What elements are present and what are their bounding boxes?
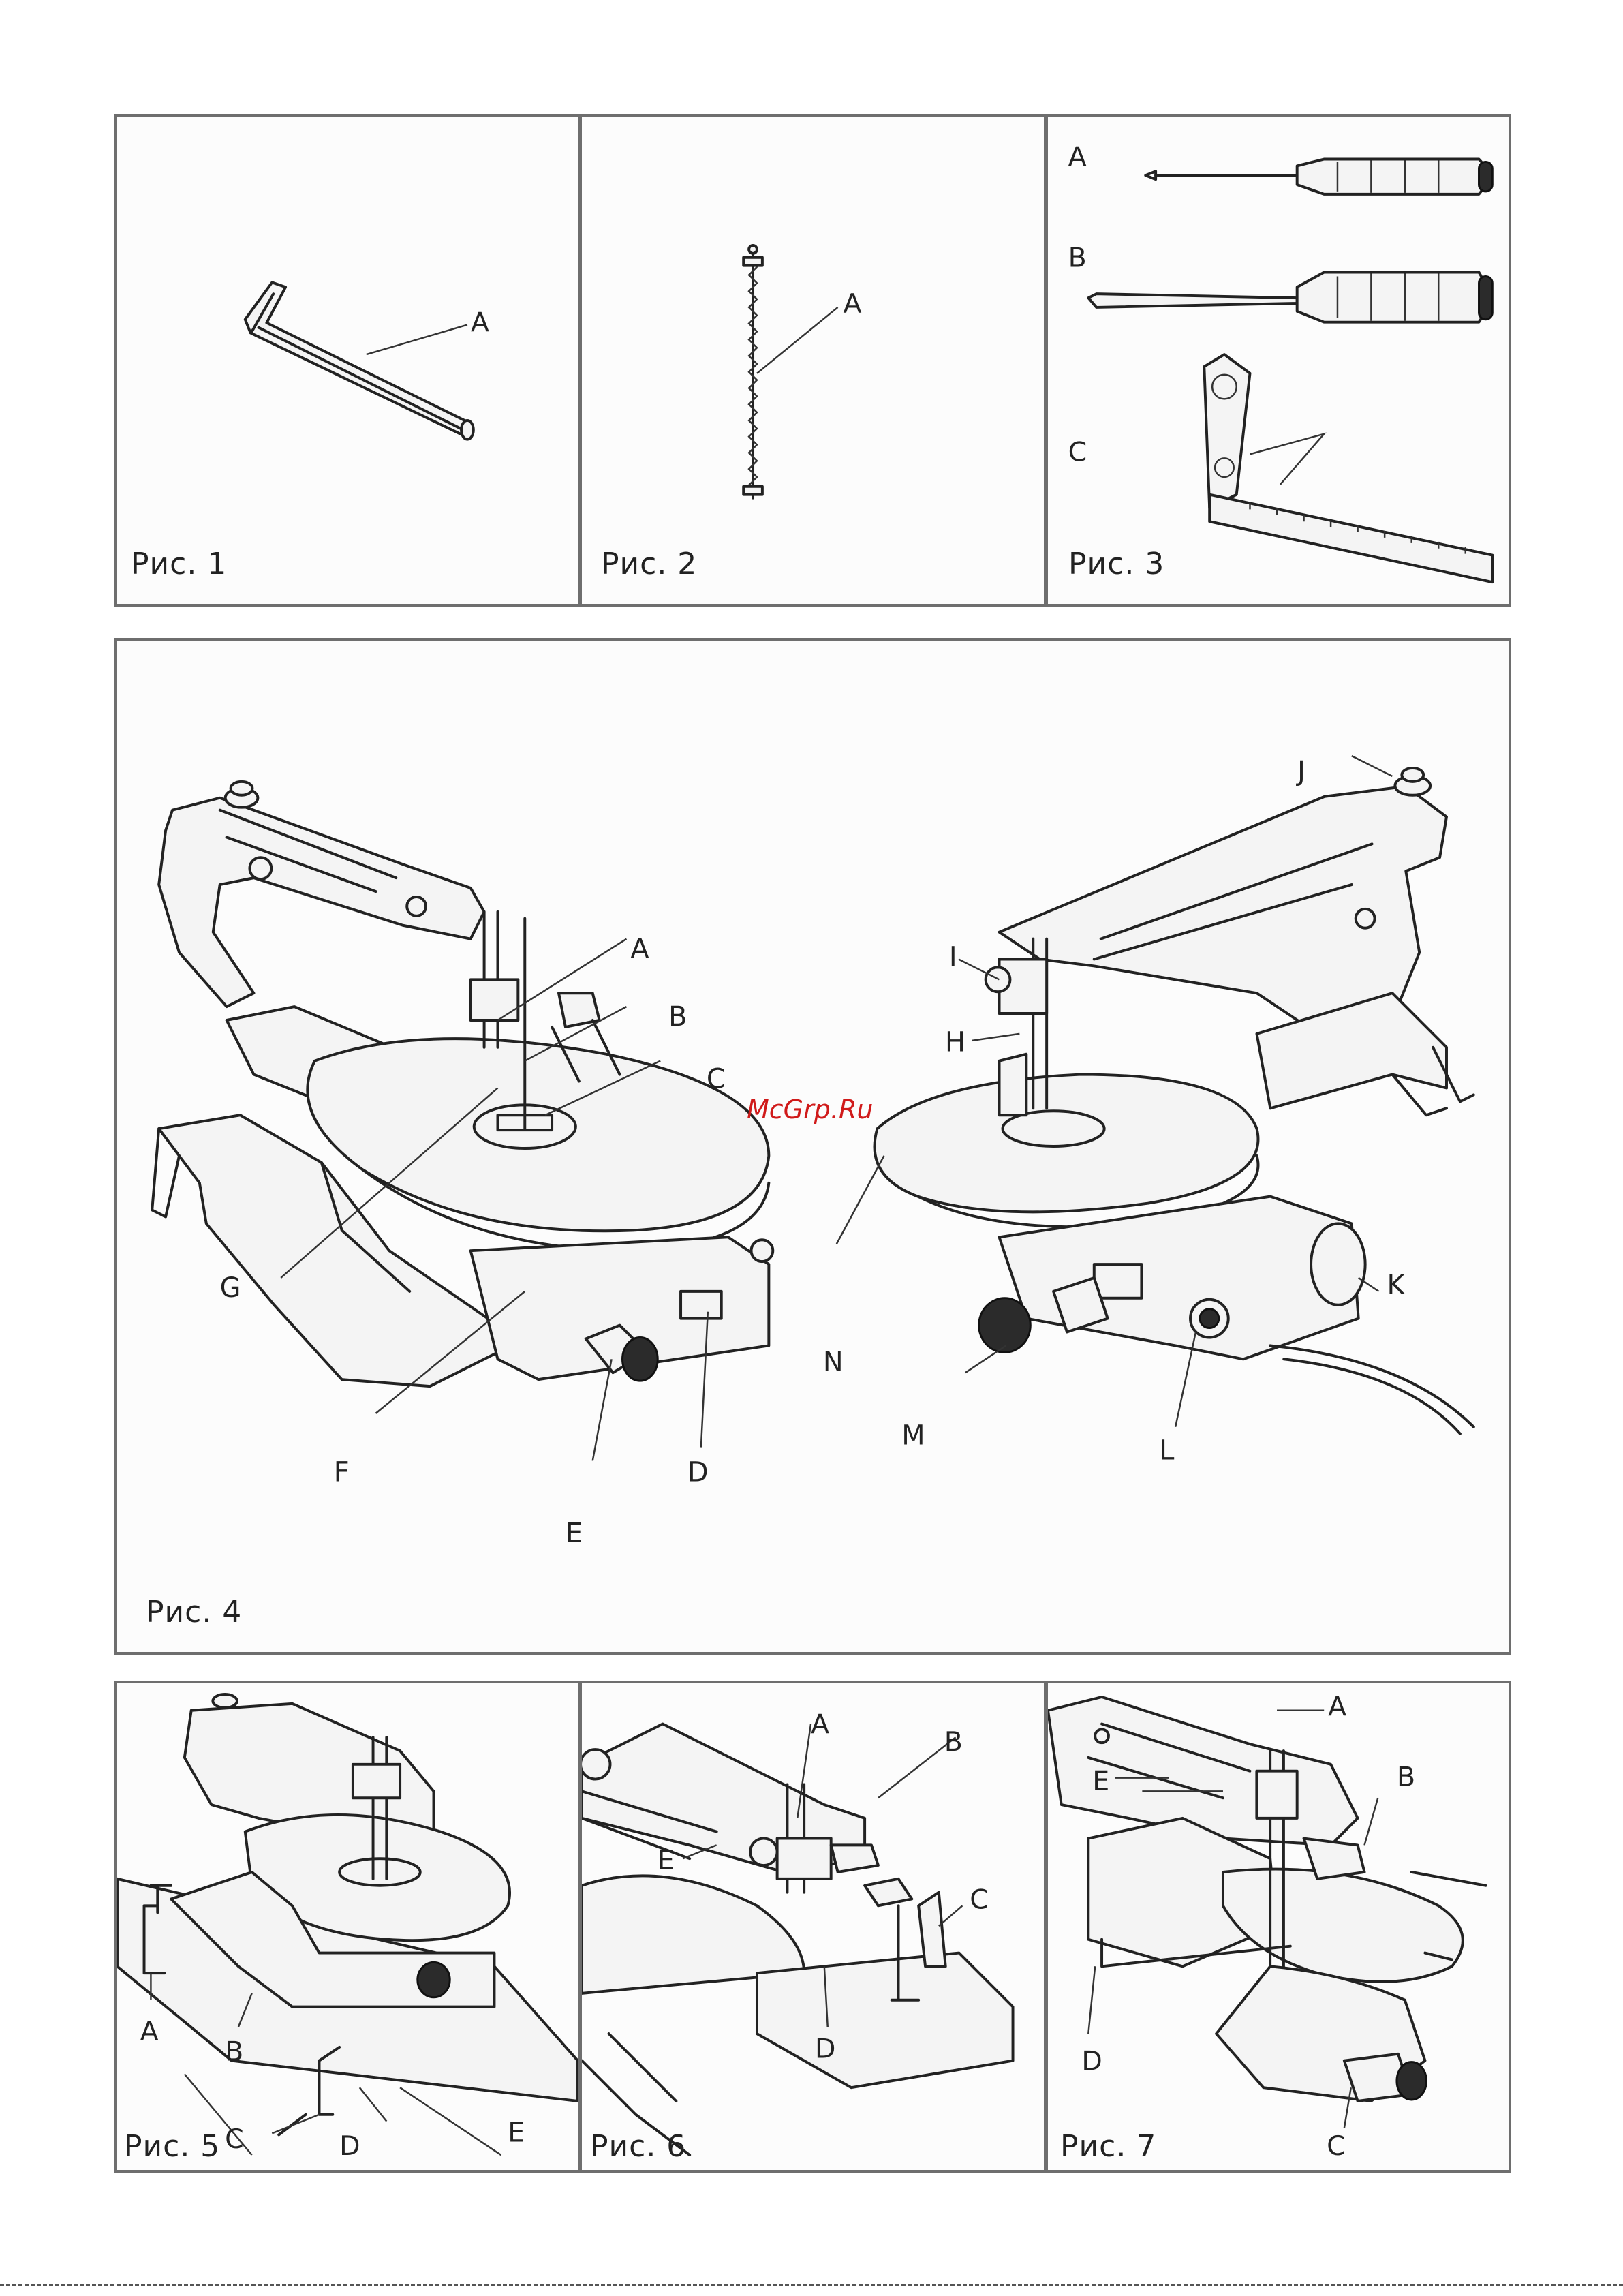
fig5-label-a: A xyxy=(140,2016,159,2047)
fig6-label-d: D xyxy=(815,2034,835,2065)
scroll-saw-left-view xyxy=(152,782,773,1461)
fig4-label-b: B xyxy=(668,1001,687,1032)
fig4-label-m: M xyxy=(901,1420,925,1452)
saw-mounted-on-bench-illustration: A B C D E xyxy=(117,1683,578,2170)
fig4-label-h: H xyxy=(945,1027,965,1058)
fig7-label-a: A xyxy=(1328,1692,1346,1723)
fig3-label-c: C xyxy=(1068,436,1087,468)
fig3-label-b: B xyxy=(1068,243,1087,274)
fig2-caption: Рис. 2 xyxy=(601,547,697,581)
figure-7-panel: A B C D E Рис. 7 xyxy=(1045,1681,1511,2173)
fig6-label-a: A xyxy=(811,1709,829,1740)
fig7-label-e: E xyxy=(1092,1765,1109,1796)
fig4-label-n: N xyxy=(823,1347,844,1378)
saw-blade-illustration: A xyxy=(582,117,1044,604)
hex-key-illustration: A xyxy=(117,117,578,604)
flat-screwdriver-icon xyxy=(1088,273,1492,322)
figure-6-panel: A B C D E Рис. 6 xyxy=(579,1681,1047,2173)
scroll-saw-right-view xyxy=(837,756,1474,1434)
fig7-caption: Рис. 7 xyxy=(1060,2129,1156,2164)
fig5-label-b: B xyxy=(225,2036,243,2068)
fig5-label-c: C xyxy=(225,2124,244,2155)
fig1-label-a: A xyxy=(471,307,489,339)
fig4-label-e: E xyxy=(566,1518,583,1549)
fig5-label-e: E xyxy=(508,2117,525,2148)
fig6-label-c: C xyxy=(970,1884,989,1915)
fig7-label-b: B xyxy=(1397,1761,1415,1792)
fig3-label-a: A xyxy=(1068,141,1087,172)
fig6-label-b: B xyxy=(944,1726,963,1758)
fig4-label-l: L xyxy=(1159,1435,1174,1467)
watermark-text: McGrp.Ru xyxy=(747,1095,873,1124)
fig1-caption: Рис. 1 xyxy=(131,547,227,581)
figure-1-panel: A Рис. 1 xyxy=(114,114,581,607)
fig4-label-a: A xyxy=(630,933,649,964)
fig4-label-j: J xyxy=(1295,756,1305,787)
fig4-label-i: I xyxy=(949,941,957,973)
blade-holder-closeup-illustration: A B C D E xyxy=(582,1683,1044,2170)
fig5-caption: Рис. 5 xyxy=(124,2129,220,2164)
fig4-label-f: F xyxy=(334,1456,350,1488)
fig4-label-c: C xyxy=(707,1063,726,1095)
fig6-caption: Рис. 6 xyxy=(590,2129,686,2164)
figure-3-panel: A B C Рис. 3 xyxy=(1045,114,1511,607)
figure-2-panel: A Рис. 2 xyxy=(579,114,1047,607)
fig6-label-e: E xyxy=(658,1845,675,1876)
scroll-saw-views-illustration: A B C D E F G xyxy=(117,641,1509,1652)
fig4-caption: Рис. 4 xyxy=(146,1595,242,1629)
combination-square-icon xyxy=(1204,354,1492,582)
phillips-screwdriver-icon xyxy=(1145,159,1492,194)
page-bottom-rule xyxy=(0,2284,1623,2286)
fig7-label-c: C xyxy=(1327,2130,1346,2162)
fig5-label-d: D xyxy=(339,2130,360,2162)
fig4-label-k: K xyxy=(1387,1270,1405,1301)
figure-4-panel: A B C D E F G xyxy=(114,638,1511,1655)
fig2-label-a: A xyxy=(843,288,861,320)
blade-guard-adjustment-illustration: A B C D E xyxy=(1048,1683,1509,2170)
tools-illustration: A B C xyxy=(1048,117,1509,604)
fig7-label-d: D xyxy=(1081,2046,1102,2077)
figure-5-panel: A B C D E Рис. 5 xyxy=(114,1681,581,2173)
fig4-label-g: G xyxy=(220,1272,241,1304)
fig4-label-d: D xyxy=(687,1456,709,1488)
fig3-caption: Рис. 3 xyxy=(1068,547,1164,581)
speed-knob-icon xyxy=(1190,1300,1228,1338)
